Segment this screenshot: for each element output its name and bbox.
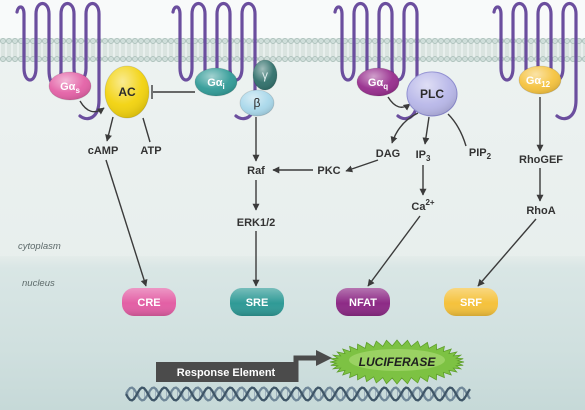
dna-strand-back <box>125 386 471 402</box>
ga12-protein: Gα12 <box>518 65 562 95</box>
cell-membrane <box>0 38 585 62</box>
nucleus-label: nucleus <box>22 278 55 289</box>
response-element-label: Response Element <box>177 367 276 379</box>
sre-label: SRE <box>246 297 269 309</box>
dag-label: DAG <box>376 148 400 160</box>
calcium-label: Ca2+ <box>411 198 435 213</box>
gai-protein: Gαi <box>194 67 238 97</box>
gai-label-main: Gα <box>207 77 223 89</box>
cre-label: CRE <box>137 297 160 309</box>
ip3-label: IP3 <box>416 149 431 163</box>
response-element-rect <box>156 362 298 382</box>
g-gamma-subunit: γ <box>252 59 278 91</box>
pip2-label: PIP2 <box>469 147 492 161</box>
arrow-ca-to-nfat <box>367 215 421 287</box>
atp-label: ATP <box>140 145 161 157</box>
luciferase-glow <box>349 349 445 371</box>
ip3-label-sub: 3 <box>426 154 431 163</box>
gaq-protein: Gαq <box>356 67 400 97</box>
gas-shading <box>49 72 91 100</box>
arrow-ac-to-camp <box>105 116 114 142</box>
plc-shading <box>407 72 457 116</box>
gamma-label: γ <box>262 68 268 82</box>
ga12-label-sub: 12 <box>541 80 550 89</box>
pip2-label-main: PIP <box>469 147 487 159</box>
response-element-box: Response Element <box>156 362 298 382</box>
ac-label: AC <box>118 85 136 99</box>
gas-label-sub: s <box>75 86 80 95</box>
gaq-label: Gαq <box>368 77 388 91</box>
gas-protein: Gαs <box>48 71 92 101</box>
gaq-label-sub: q <box>383 82 388 91</box>
arrow-dag-to-pkc <box>345 159 379 173</box>
gamma-shading <box>253 60 277 90</box>
gas-label-main: Gα <box>60 81 76 93</box>
promoter-arrow <box>293 350 332 382</box>
gai-label-sub: i <box>223 82 225 91</box>
srf-pill-shading <box>444 288 498 316</box>
nucleus-region <box>0 256 585 410</box>
calcium-label-main: Ca <box>411 201 426 213</box>
arrow-camp-to-cre <box>105 159 148 287</box>
phospholipase-c: PLC <box>406 71 458 117</box>
ga12-shading <box>519 66 561 94</box>
dna-helix <box>125 386 471 402</box>
gaq-shading <box>357 68 399 96</box>
camp-label: cAMP <box>88 145 119 157</box>
pip2-label-sub: 2 <box>487 152 492 161</box>
nfat-element: NFAT <box>336 288 390 316</box>
line-pip2-to-plc <box>447 113 467 147</box>
ip3-label-main: IP <box>416 149 426 161</box>
srf-label: SRF <box>460 297 482 309</box>
sre-pill-shading <box>230 288 284 316</box>
promoter-arrow-head <box>316 350 332 366</box>
promoter-arrow-stem <box>293 355 318 382</box>
calcium-label-sup: 2+ <box>425 198 434 207</box>
ac-shading <box>105 66 149 118</box>
beta-shading <box>240 90 274 116</box>
arrow-plc-to-dag <box>390 112 419 144</box>
raf-label: Raf <box>247 165 265 177</box>
ga12-label-main: Gα <box>526 75 542 87</box>
nfat-label: NFAT <box>349 297 377 309</box>
cre-pill-shading <box>122 288 176 316</box>
gai-label: Gαi <box>207 77 225 91</box>
gai-shading <box>195 68 237 96</box>
luciferase-gene: LUCIFERASE <box>329 339 465 385</box>
cytoplasm-label: cytoplasm <box>18 241 61 252</box>
srf-element: SRF <box>444 288 498 316</box>
line-atp-to-ac <box>142 117 151 143</box>
arrow-gaq-to-plc <box>387 96 411 111</box>
plc-label: PLC <box>420 87 444 101</box>
adenylyl-cyclase: AC <box>104 65 150 119</box>
arrow-plc-to-ip3 <box>422 116 430 145</box>
rhogef-label: RhoGEF <box>519 154 563 166</box>
cre-element: CRE <box>122 288 176 316</box>
arrow-rhoa-to-srf <box>477 218 537 287</box>
sre-element: SRE <box>230 288 284 316</box>
arrow-gas-to-ac <box>79 100 105 115</box>
nfat-pill-shading <box>336 288 390 316</box>
dna-strand-front <box>125 386 471 402</box>
ga12-label: Gα12 <box>526 75 551 89</box>
gas-label: Gαs <box>60 81 80 95</box>
rhoa-label: RhoA <box>526 205 555 217</box>
luciferase-label: LUCIFERASE <box>359 355 437 369</box>
g-beta-subunit: β <box>239 89 275 117</box>
erk-label: ERK1/2 <box>237 217 276 229</box>
beta-label: β <box>254 96 261 110</box>
gaq-label-main: Gα <box>368 77 384 89</box>
pkc-label: PKC <box>317 165 340 177</box>
